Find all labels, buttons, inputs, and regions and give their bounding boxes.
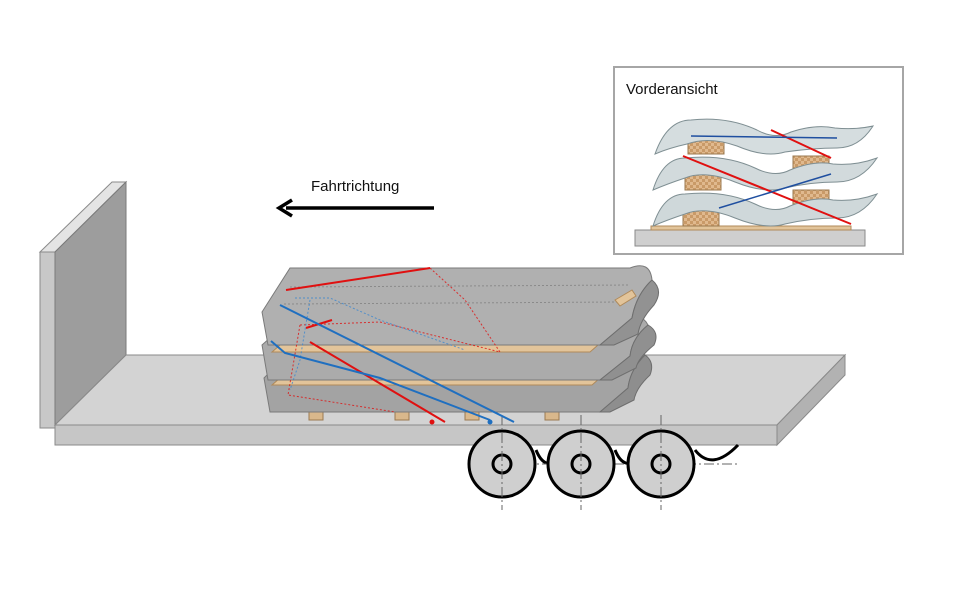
lashing-anchor-blue <box>487 419 493 425</box>
front-view-title: Vorderansicht <box>626 81 718 98</box>
lashing-anchor-red <box>429 419 435 425</box>
lashing-red-hidden <box>287 267 501 413</box>
wheel-2 <box>546 415 616 510</box>
front-view-drawing <box>634 118 879 247</box>
wheel-3 <box>626 415 696 510</box>
lashing-blue <box>270 304 515 423</box>
load-stack <box>261 265 659 413</box>
lashing-blue-hidden <box>289 297 466 391</box>
front-view-panel: Vorderansicht <box>613 66 904 255</box>
wheel-1 <box>467 415 537 510</box>
trailer-headboard <box>38 180 128 429</box>
direction-arrow <box>275 198 434 218</box>
direction-label: Fahrtrichtung <box>311 178 400 195</box>
